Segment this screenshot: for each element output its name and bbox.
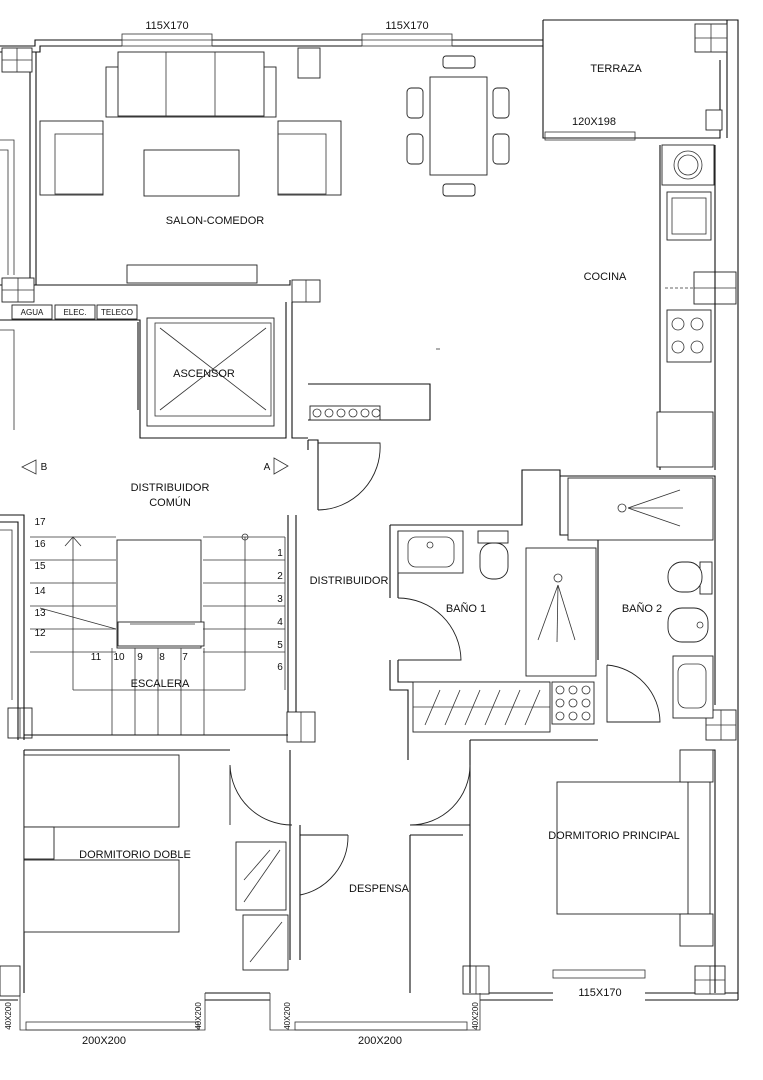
- bed-principal: [556, 749, 714, 947]
- svg-text:4: 4: [277, 617, 283, 628]
- svg-text:3: 3: [277, 594, 283, 605]
- svg-text:12: 12: [34, 628, 46, 639]
- despensa-wall: [289, 825, 463, 993]
- svg-text:14: 14: [34, 586, 46, 597]
- svg-text:9: 9: [137, 652, 143, 663]
- stair-treads-right: [203, 536, 286, 690]
- beds-doble: [23, 754, 180, 933]
- utility-elec: ELEC.: [63, 308, 86, 317]
- neighbor-left-top: [0, 139, 15, 275]
- room-label-cocina: COCINA: [584, 271, 627, 283]
- neighbor-left-mid: [0, 329, 15, 430]
- svg-text:200X200: 200X200: [82, 1035, 126, 1047]
- svg-text:200X200: 200X200: [358, 1035, 402, 1047]
- svg-text:A: A: [264, 462, 271, 473]
- tv-unit: [126, 264, 258, 284]
- stair-left-wall: [0, 514, 25, 740]
- bano1-sink: [397, 530, 464, 574]
- neighbor-left-low: [0, 529, 13, 700]
- section-mark-a: A: [264, 457, 289, 475]
- svg-text:8: 8: [159, 652, 165, 663]
- stair-numbers: 1 2 3 4 5 6 17 16 15 14 13 12 11 10 9 8 …: [34, 517, 283, 673]
- svg-text:5: 5: [277, 640, 283, 651]
- svg-text:115X170: 115X170: [578, 987, 621, 999]
- svg-text:10: 10: [113, 652, 125, 663]
- bano1-shower: [525, 547, 597, 677]
- bano2-wall: [560, 475, 716, 705]
- coffee-table: [143, 149, 240, 197]
- room-label-dormitorio-doble: DORMITORIO DOBLE: [79, 849, 191, 861]
- room-label-distribuidor-comun-1: DISTRIBUIDOR: [131, 482, 210, 494]
- svg-text:15: 15: [34, 561, 46, 572]
- dorm-doble-door: [229, 764, 293, 826]
- window-dorm-principal: 115X170: [552, 969, 646, 999]
- closets-despensa: [235, 841, 289, 971]
- svg-text:16: 16: [34, 539, 46, 550]
- dorm-principal-door: [409, 764, 471, 826]
- window-bottom-right: 200X200: [269, 993, 481, 1047]
- svg-text:40X200: 40X200: [283, 1002, 292, 1030]
- room-label-dormitorio-principal: DORMITORIO PRINCIPAL: [548, 830, 680, 842]
- columns: [0, 23, 737, 997]
- stair-treads-left: [30, 536, 117, 690]
- svg-text:40X200: 40X200: [4, 1002, 13, 1030]
- bano1-door: [397, 597, 462, 661]
- bano2-tub: [567, 477, 714, 541]
- sofa: [105, 51, 277, 118]
- room-label-despensa: DESPENSA: [349, 883, 410, 895]
- utility-teleco: TELECO: [101, 308, 133, 317]
- closet-corridor: [412, 681, 595, 733]
- bano1-toilet: [477, 530, 509, 580]
- room-label-ascensor: ASCENSOR: [173, 368, 235, 380]
- window-bottom-left: 200X200: [19, 993, 206, 1047]
- window-top-left: 115X170: [121, 20, 213, 47]
- svg-text:6: 6: [277, 662, 283, 673]
- armchair-right: [277, 120, 342, 196]
- room-label-terraza: TERRAZA: [590, 63, 642, 75]
- elevator-core-wall: [0, 302, 287, 439]
- window-terraza: 120X198: [544, 116, 636, 141]
- svg-text:11: 11: [91, 652, 102, 663]
- entrance-wall: [307, 439, 319, 510]
- entrance-door: [317, 442, 381, 511]
- side-window-labels: 40X200 40X200 40X200 40X200: [4, 1002, 480, 1030]
- room-label-distribuidor: DISTRIBUIDOR: [310, 575, 389, 587]
- elevator: [146, 317, 275, 427]
- armchair-left: [39, 120, 104, 196]
- bano2-door: [606, 664, 661, 723]
- svg-text:B: B: [41, 462, 48, 473]
- utility-agua: AGUA: [21, 308, 44, 317]
- stair-right-wall: [287, 515, 297, 712]
- svg-text:7: 7: [182, 652, 188, 663]
- stair-treads-bottom: [73, 533, 249, 735]
- section-mark-b: B: [21, 459, 48, 475]
- svg-text:13: 13: [34, 608, 46, 619]
- room-label-escalera: ESCALERA: [131, 678, 190, 690]
- svg-text:40X200: 40X200: [194, 1002, 203, 1030]
- svg-text:17: 17: [34, 517, 46, 528]
- room-label-distribuidor-comun-2: COMÚN: [149, 496, 191, 509]
- bano2-bidet: [667, 607, 709, 643]
- room-label-bano1: BAÑO 1: [446, 602, 486, 615]
- dining-table: [406, 55, 510, 197]
- svg-text:2: 2: [277, 571, 283, 582]
- svg-text:1: 1: [277, 548, 283, 559]
- window-top-left-label: 115X170: [145, 20, 188, 32]
- meter-panel: [308, 383, 431, 421]
- kitchen-counter: [656, 144, 716, 470]
- room-label-salon: SALON-COMEDOR: [166, 215, 264, 227]
- window-terraza-label: 120X198: [572, 116, 616, 128]
- stair: [24, 533, 288, 736]
- bano2-sink: [672, 655, 714, 719]
- despensa-door: [299, 834, 349, 896]
- utility-boxes: AGUA ELEC. TELECO: [11, 304, 138, 320]
- svg-text:40X200: 40X200: [471, 1002, 480, 1030]
- window-top-right: 115X170: [361, 20, 453, 47]
- bano2-toilet: [667, 561, 713, 595]
- room-label-bano2: BAÑO 2: [622, 602, 662, 615]
- window-top-right-label: 115X170: [385, 20, 428, 32]
